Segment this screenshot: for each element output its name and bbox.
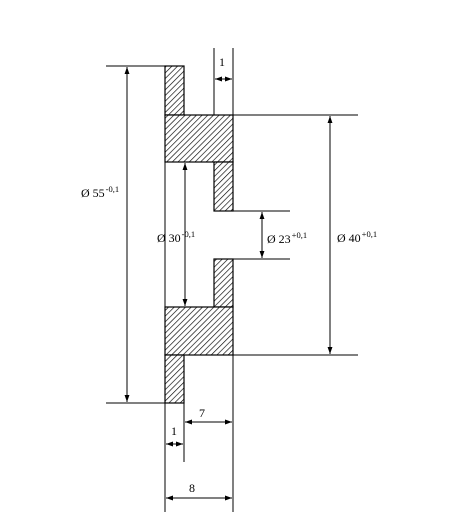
label-d55: Ø 55-0,1 — [81, 184, 119, 200]
flange-lower — [164, 354, 185, 404]
web-upper — [213, 161, 234, 212]
extension-lines — [106, 48, 358, 512]
dimension-texts: Ø 55-0,1 Ø 30-0,1 Ø 23+0,1 Ø 40+0,1 1 7 … — [81, 55, 377, 495]
hub-upper — [164, 114, 234, 163]
web-lower — [213, 258, 234, 308]
visible-edges — [164, 162, 233, 307]
dimension-lines — [124, 67, 333, 501]
section-lower — [164, 258, 234, 404]
label-8: 8 — [189, 481, 195, 495]
label-1-bottom: 1 — [171, 424, 177, 438]
label-d40: Ø 40+0,1 — [337, 229, 377, 245]
label-1-top: 1 — [219, 55, 225, 69]
label-7: 7 — [199, 406, 205, 420]
flange-upper — [164, 65, 185, 116]
label-d30: Ø 30-0,1 — [157, 229, 195, 245]
label-d23: Ø 23+0,1 — [267, 230, 307, 246]
hub-lower — [164, 306, 234, 356]
section-upper — [164, 65, 234, 212]
